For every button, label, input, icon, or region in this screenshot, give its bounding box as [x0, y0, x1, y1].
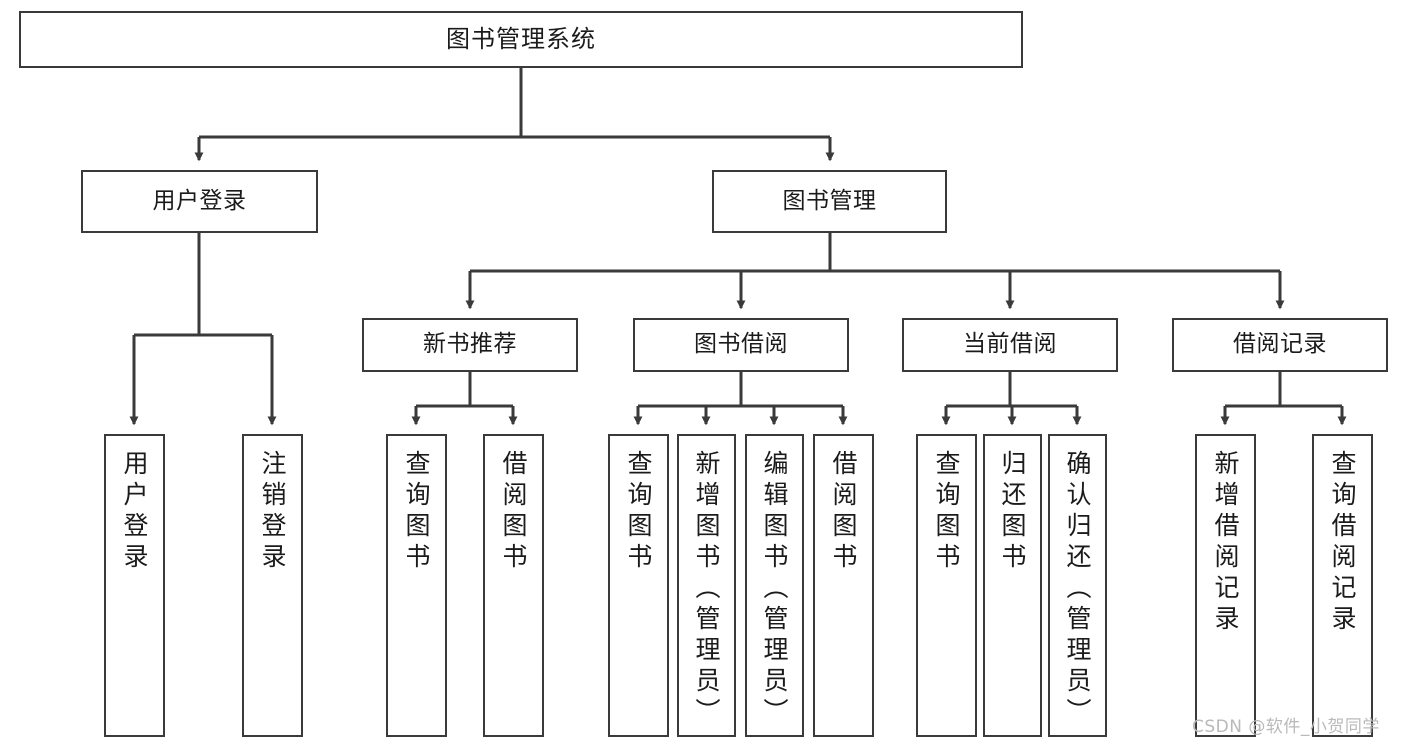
node-leaf-query-record-label: 查询借阅记录 — [1328, 450, 1357, 636]
node-leaf-add-book[interactable]: 新增图书（管理员） — [677, 434, 736, 737]
node-leaf-return-book[interactable]: 归还图书 — [983, 434, 1042, 737]
node-leaf-user-login[interactable]: 用户登录 — [104, 434, 165, 737]
node-book-manage-label: 图书管理 — [782, 187, 877, 214]
node-leaf-borrow-book-1-label: 借阅图书 — [499, 450, 528, 574]
node-leaf-borrow-book-2[interactable]: 借阅图书 — [813, 434, 874, 737]
node-leaf-query-record[interactable]: 查询借阅记录 — [1312, 434, 1373, 737]
node-leaf-add-record-label: 新增借阅记录 — [1211, 450, 1240, 636]
node-leaf-logout[interactable]: 注销登录 — [242, 434, 303, 737]
node-book-manage[interactable]: 图书管理 — [712, 170, 947, 233]
node-user-login-label: 用户登录 — [152, 187, 247, 214]
node-leaf-logout-label: 注销登录 — [258, 450, 287, 574]
node-borrow-record-label: 借阅记录 — [1233, 331, 1327, 358]
node-leaf-query-book-1-label: 查询图书 — [402, 450, 431, 574]
node-leaf-query-book-2-label: 查询图书 — [624, 450, 653, 574]
node-leaf-query-book-2[interactable]: 查询图书 — [608, 434, 669, 737]
node-root-label: 图书管理系统 — [446, 25, 596, 54]
node-leaf-query-book-3[interactable]: 查询图书 — [916, 434, 977, 737]
node-leaf-borrow-book-1[interactable]: 借阅图书 — [483, 434, 544, 737]
node-leaf-edit-book[interactable]: 编辑图书（管理员） — [745, 434, 804, 737]
node-leaf-return-book-label: 归还图书 — [998, 450, 1027, 574]
node-current-borrow[interactable]: 当前借阅 — [902, 318, 1118, 372]
node-new-book-recommend-label: 新书推荐 — [423, 331, 517, 358]
node-borrow-record[interactable]: 借阅记录 — [1172, 318, 1388, 372]
node-current-borrow-label: 当前借阅 — [963, 331, 1057, 358]
node-user-login[interactable]: 用户登录 — [81, 170, 318, 233]
node-leaf-confirm-return-label: 确认归还（管理员） — [1063, 450, 1092, 729]
node-leaf-user-login-label: 用户登录 — [120, 450, 149, 574]
node-leaf-confirm-return[interactable]: 确认归还（管理员） — [1048, 434, 1107, 737]
node-book-borrow-label: 图书借阅 — [694, 331, 788, 358]
node-leaf-edit-book-label: 编辑图书（管理员） — [760, 450, 789, 729]
node-new-book-recommend[interactable]: 新书推荐 — [362, 318, 578, 372]
node-root[interactable]: 图书管理系统 — [19, 11, 1023, 68]
node-leaf-query-book-3-label: 查询图书 — [932, 450, 961, 574]
node-leaf-borrow-book-2-label: 借阅图书 — [829, 450, 858, 574]
node-leaf-add-book-label: 新增图书（管理员） — [692, 450, 721, 729]
node-leaf-query-book-1[interactable]: 查询图书 — [386, 434, 447, 737]
node-book-borrow[interactable]: 图书借阅 — [633, 318, 849, 372]
node-leaf-add-record[interactable]: 新增借阅记录 — [1195, 434, 1256, 737]
